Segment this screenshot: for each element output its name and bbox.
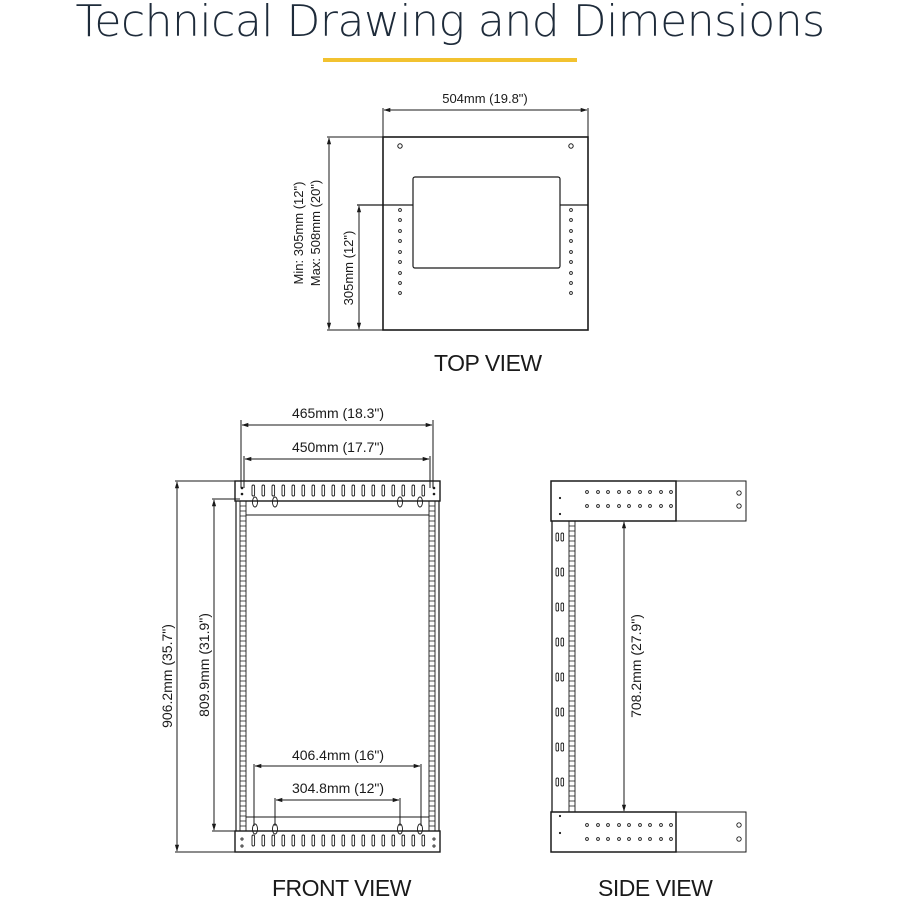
top-view-label: TOP VIEW [434,350,542,376]
front-outer-width-dimension: 465mm (18.3") [292,405,384,421]
front-rail-height-dimension: 809.9mm (31.9") [196,613,212,717]
front-total-height-dimension: 906.2mm (35.7") [159,624,175,728]
page-title: Technical Drawing and Dimensions [75,0,825,47]
top-depth-min-dimension: Min: 305mm (12") [291,182,306,285]
front-base-inner-spacing-dimension: 304.8mm (12") [292,780,384,796]
front-view-drawing [174,420,441,853]
side-view-label: SIDE VIEW [598,875,713,901]
side-view-drawing [550,480,747,853]
top-width-dimension: 504mm (19.8") [442,91,528,106]
front-inner-width-dimension: 450mm (17.7") [292,439,384,455]
top-depth-max-dimension: Max: 508mm (20") [308,180,323,286]
top-depth-fixed-dimension: 305mm (12") [341,231,356,306]
top-view-drawing [326,107,589,331]
front-base-outer-spacing-dimension: 406.4mm (16") [292,747,384,763]
title-accent-underline [323,58,577,62]
side-inner-height-dimension: 708.2mm (27.9") [628,614,644,718]
front-view-label: FRONT VIEW [272,875,411,901]
